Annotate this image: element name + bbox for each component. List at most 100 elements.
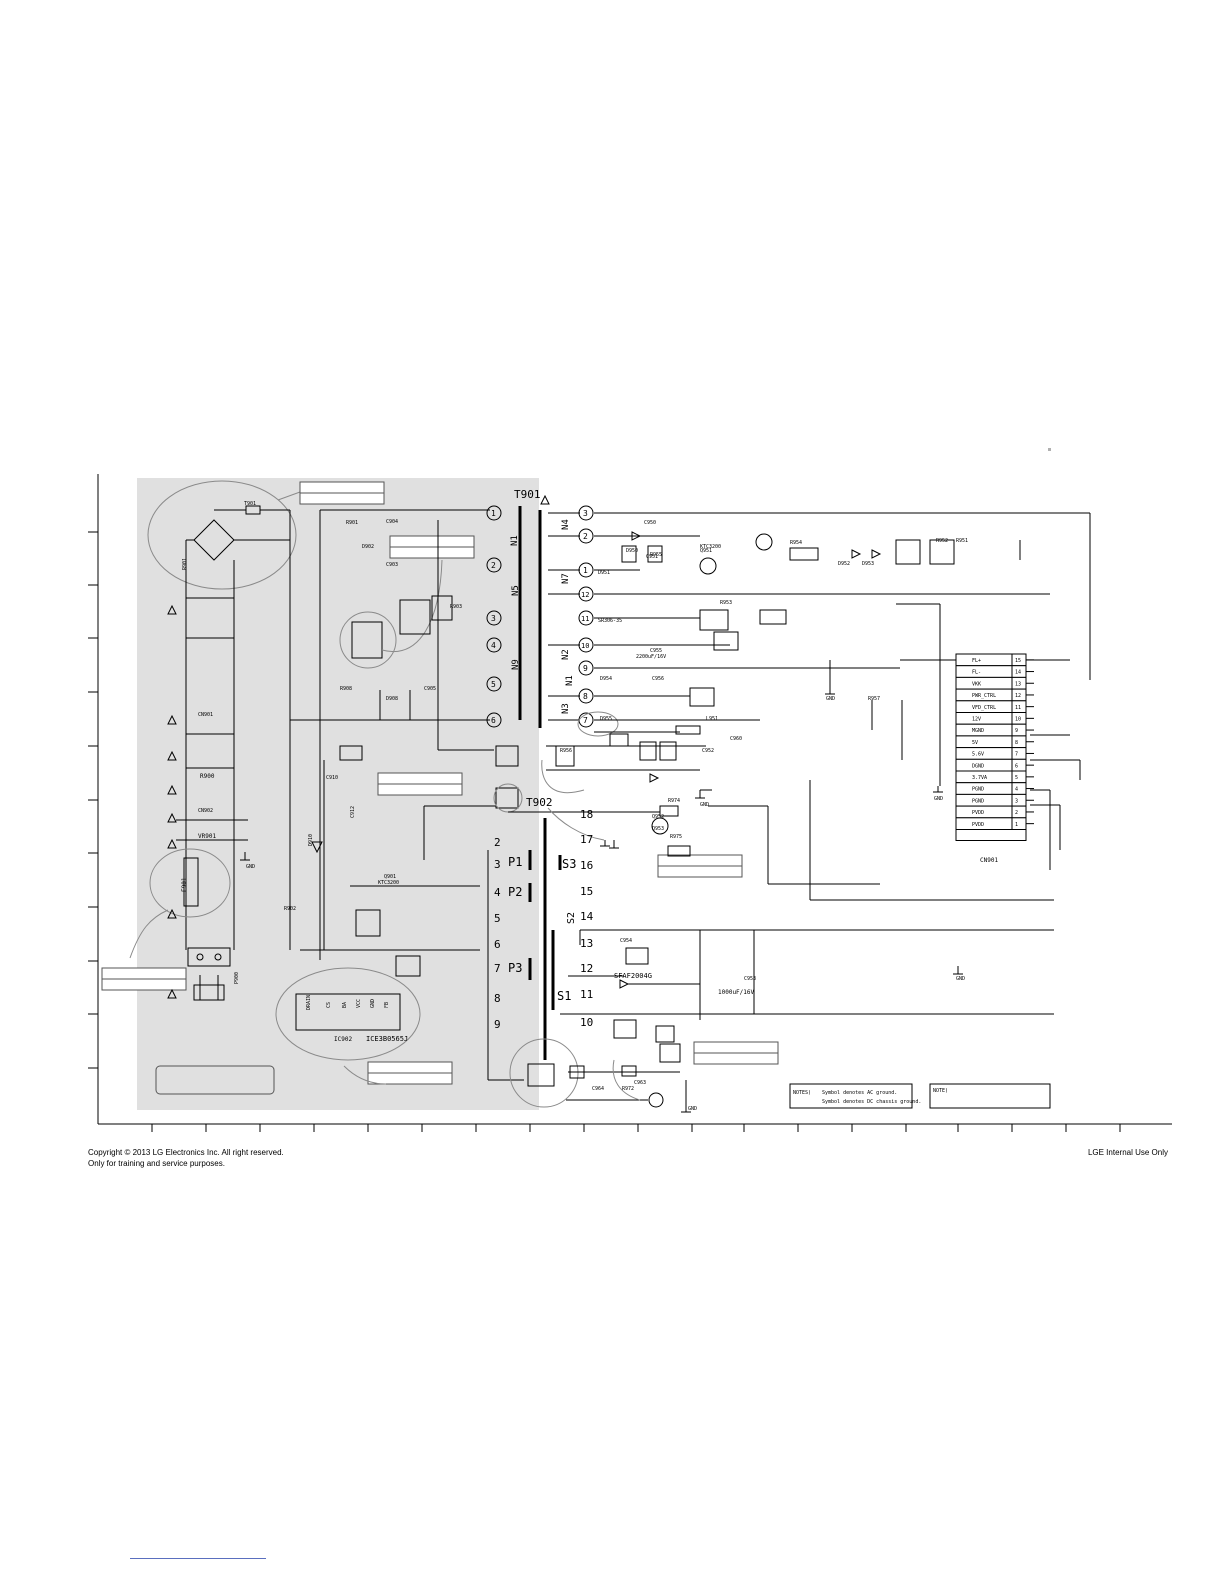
connector-label-cell <box>955 665 1013 678</box>
label-c904: C904 <box>386 519 398 525</box>
label-gnd-secondary-2: GND <box>826 696 835 702</box>
label-sr306-35: SR306-35 <box>598 618 622 624</box>
page-marker <box>1048 448 1051 451</box>
t902-left-pin-7: 7 <box>494 962 501 975</box>
copyright-notice: Copyright © 2013 LG Electronics Inc. All… <box>88 1148 284 1157</box>
notes-box <box>789 1083 913 1109</box>
label-d950: D950 <box>626 548 638 554</box>
t902-left-pin-8: 8 <box>494 992 501 1005</box>
secondary-circuit <box>508 512 1091 1108</box>
label-f901: F901 <box>181 877 188 892</box>
t901-pin-5: 5 <box>491 680 496 689</box>
warning-triangles <box>167 494 550 999</box>
label-c954: C954 <box>620 938 632 944</box>
ic-ref-label: IC902 <box>334 1036 352 1043</box>
label-cn902: CN902 <box>198 808 213 814</box>
connector-pin-number: 15 <box>1015 658 1021 664</box>
connector-pin-number: 2 <box>1015 810 1018 816</box>
label-r952: R952 <box>936 538 948 544</box>
label-r956: R956 <box>560 748 572 754</box>
label-r954: R954 <box>790 540 802 546</box>
t902-pin-15: 15 <box>580 885 593 898</box>
connector-signal-label: PVDD <box>972 822 984 828</box>
label-r901: R901 <box>182 558 188 570</box>
label-gnd-secondary-3: GND <box>934 796 943 802</box>
label-vr901: VR901 <box>198 833 216 840</box>
t901-sec-pin-7: 7 <box>583 716 588 725</box>
connector-name: CN901 <box>980 857 998 864</box>
connector-signal-label: 5V <box>972 740 978 746</box>
t902-pin-13: 13 <box>580 937 593 950</box>
connector-signal-label: PGND <box>972 798 984 804</box>
connector-label-cell <box>955 735 1013 749</box>
label-l951: L951 <box>706 716 718 722</box>
t901-coil-n5: N5 <box>511 585 521 596</box>
label-gnd-secondary-1: GND <box>700 802 709 808</box>
t901-pin-6: 6 <box>491 716 496 725</box>
connector-pin-number: 5 <box>1015 775 1018 781</box>
t902-coil-p2: P2 <box>508 885 522 899</box>
t902-left-pin-4: 4 <box>494 886 501 899</box>
t902-left-pin-3: 3 <box>494 858 501 871</box>
label-d902: D902 <box>362 544 374 550</box>
t901-label: T901 <box>514 488 541 501</box>
t901-coil-n2: N2 <box>561 649 571 660</box>
label-1000uf: 1000uF/16V <box>718 989 755 996</box>
connector-pin-number: 11 <box>1015 705 1021 711</box>
t901-sec-pin-2: 2 <box>583 532 588 541</box>
label-r957: R957 <box>868 696 880 702</box>
t902-left-pin-2: 2 <box>494 836 501 849</box>
t902-label: T902 <box>526 796 553 809</box>
label-c912: C912 <box>350 806 356 818</box>
label-d908: D908 <box>386 696 398 702</box>
t901-coil-n7: N7 <box>561 573 571 584</box>
connector-signal-label: DGND <box>972 763 984 769</box>
label-c963: C963 <box>634 1080 646 1086</box>
t902-coil-s1: S1 <box>557 989 571 1003</box>
ic-pin-cs: CS <box>326 1002 332 1008</box>
connector-label-cell <box>955 676 1013 690</box>
t901-sec-pin-1: 1 <box>583 566 588 575</box>
t902-pin-14: 14 <box>580 910 594 923</box>
internal-use-notice: LGE Internal Use Only <box>1087 1148 1168 1157</box>
connector-pin-number: 12 <box>1015 693 1021 699</box>
bottom-link-underline <box>130 1558 266 1559</box>
label-c905: C905 <box>424 686 436 692</box>
t902-transformer <box>487 745 579 1108</box>
t902-pin-10: 10 <box>580 1016 593 1029</box>
t901-transformer <box>486 505 619 737</box>
t902-pin-16: 16 <box>580 859 593 872</box>
label-gnd-secondary-4: GND <box>956 976 965 982</box>
label-r903: R903 <box>450 604 462 610</box>
connector-label-cell <box>955 712 1013 725</box>
label-t901-fuse: T901 <box>244 501 256 507</box>
ic-pin-ba: BA <box>342 1002 348 1008</box>
training-notice: Only for training and service purposes. <box>88 1159 225 1168</box>
t901-coil-n1: N1 <box>510 535 520 546</box>
t901-coil-n4: N4 <box>561 519 571 530</box>
notes-label: NOTES) <box>793 1090 811 1096</box>
label-c955: C955 <box>650 648 662 654</box>
connector-signal-label: PVDD <box>972 810 984 816</box>
label-d951: D951 <box>598 570 610 576</box>
t902-pin-11: 11 <box>580 988 593 1001</box>
t902-pin-18: 18 <box>580 808 593 821</box>
connector-pin-number: 7 <box>1015 752 1018 758</box>
t902-coil-p1: P1 <box>508 855 522 869</box>
ic-pin-vcc: VCC <box>356 999 362 1008</box>
frame-ticks-left <box>88 531 98 1069</box>
t902-left-pin-6: 6 <box>494 938 501 951</box>
ground-symbols <box>240 688 963 1113</box>
connector-signal-label: PGND <box>972 787 984 793</box>
label-ktc3200-secondary: KTC3200 <box>700 544 721 550</box>
connector-signal-label: VKK <box>972 681 981 687</box>
label-2200uf: 2200uF/16V <box>636 654 666 660</box>
label-c950: C950 <box>644 520 656 526</box>
t901-coil-n3: N3 <box>561 703 571 714</box>
label-c951: C951 <box>646 554 658 560</box>
t902-pin-12: 12 <box>580 962 593 975</box>
label-c960: C960 <box>730 736 742 742</box>
label-r900: R900 <box>200 773 215 780</box>
label-d953: D953 <box>862 561 874 567</box>
